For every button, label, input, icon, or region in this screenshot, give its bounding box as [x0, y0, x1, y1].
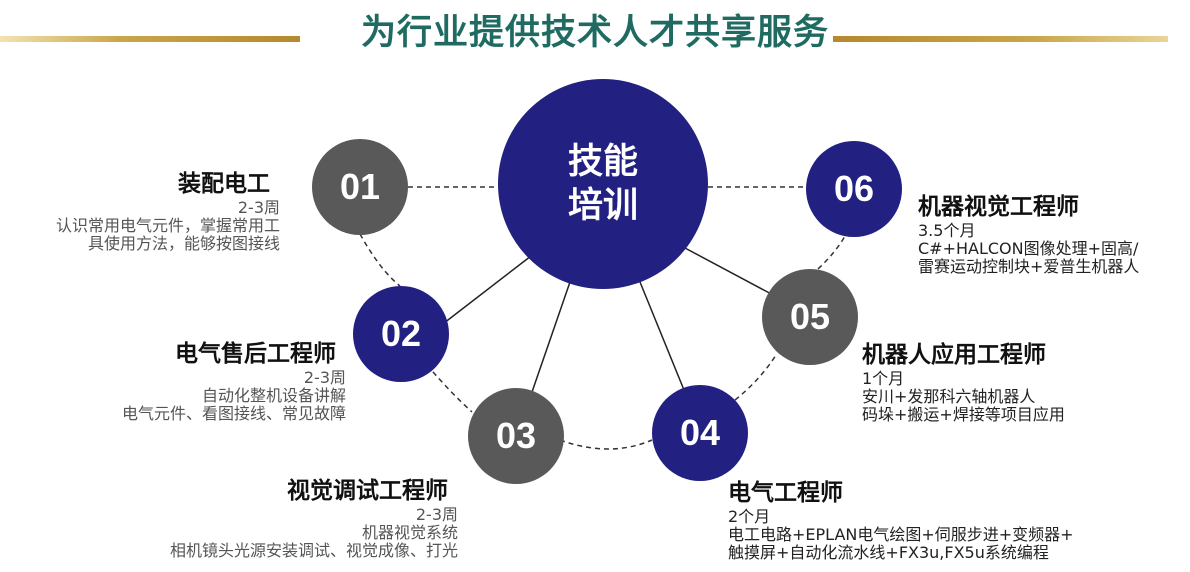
block-01-desc1: 认识常用电气元件，掌握常用工	[55, 216, 280, 235]
node-05: 05	[762, 269, 858, 365]
title-rule-left	[0, 36, 300, 42]
node-02: 02	[353, 286, 449, 382]
block-01: 装配电工 2-3周 认识常用电气元件，掌握常用工 具使用方法，能够按图接线	[0, 169, 280, 253]
node-06: 06	[806, 141, 902, 237]
block-06: 机器视觉工程师 3.5个月 C#+HALCON图像处理+固高/ 雷赛运动控制块+…	[918, 192, 1186, 276]
block-06-desc1: C#+HALCON图像处理+固高/	[918, 239, 1139, 258]
node-01: 01	[312, 139, 408, 235]
block-04-desc2: 触摸屏+自动化流水线+FX3u,FX5u系统编程	[728, 543, 1049, 562]
block-03-title: 视觉调试工程师	[287, 478, 448, 504]
block-02-title: 电气售后工程师	[175, 341, 336, 367]
block-02-desc1: 自动化整机设备讲解	[201, 386, 346, 405]
block-05-duration: 1个月	[862, 369, 905, 388]
node-04: 04	[652, 385, 748, 481]
dashed-link-05-06	[817, 235, 846, 270]
block-05-desc1: 安川+发那科六轴机器人	[862, 387, 1036, 406]
block-05: 机器人应用工程师 1个月 安川+发那科六轴机器人 码垛+搬运+焊接等项目应用	[862, 340, 1182, 424]
page-title: 为行业提供技术人才共享服务	[360, 13, 829, 53]
center-label-line1: 技能	[567, 142, 638, 182]
spoke-04	[639, 281, 685, 391]
spoke-05	[684, 247, 776, 297]
block-06-desc2: 雷赛运动控制块+爱普生机器人	[918, 257, 1140, 276]
spoke-02	[434, 255, 532, 331]
dashed-link-01-02	[359, 233, 401, 287]
block-01-title: 装配电工	[178, 171, 270, 197]
block-05-desc2: 码垛+搬运+焊接等项目应用	[862, 405, 1065, 424]
block-02-desc2: 电气元件、看图接线、常见故障	[121, 404, 346, 423]
block-04: 电气工程师 2个月 电工电路+EPLAN电气绘图+伺服步进+变频器+ 触摸屏+自…	[728, 478, 1178, 562]
dashed-link-03-04	[559, 439, 653, 450]
block-05-title: 机器人应用工程师	[862, 342, 1046, 368]
node-03: 03	[468, 388, 564, 484]
block-01-desc2: 具使用方法，能够按图接线	[87, 234, 280, 253]
block-02: 电气售后工程师 2-3周 自动化整机设备讲解 电气元件、看图接线、常见故障	[40, 339, 346, 423]
spoke-03	[531, 281, 571, 393]
block-03-desc2: 相机镜头光源安装调试、视觉成像、打光	[169, 541, 458, 560]
block-04-desc1: 电工电路+EPLAN电气绘图+伺服步进+变频器+	[728, 525, 1074, 544]
block-02-duration: 2-3周	[303, 368, 346, 387]
dashed-link-04-05	[734, 354, 777, 401]
dashed-link-02-03	[426, 364, 473, 413]
block-04-duration: 2个月	[728, 507, 771, 526]
block-06-duration: 3.5个月	[918, 221, 976, 240]
block-03-duration: 2-3周	[415, 505, 458, 524]
block-06-title: 机器视觉工程师	[918, 194, 1079, 220]
block-01-duration: 2-3周	[237, 198, 280, 217]
center-skill-training: 技能 培训	[498, 79, 708, 289]
title-rule-right	[833, 36, 1168, 42]
center-label-line2: 培训	[567, 186, 638, 226]
block-03: 视觉调试工程师 2-3周 机器视觉系统 相机镜头光源安装调试、视觉成像、打光	[40, 476, 458, 560]
block-03-desc1: 机器视觉系统	[361, 523, 458, 542]
block-04-title: 电气工程师	[728, 480, 843, 506]
